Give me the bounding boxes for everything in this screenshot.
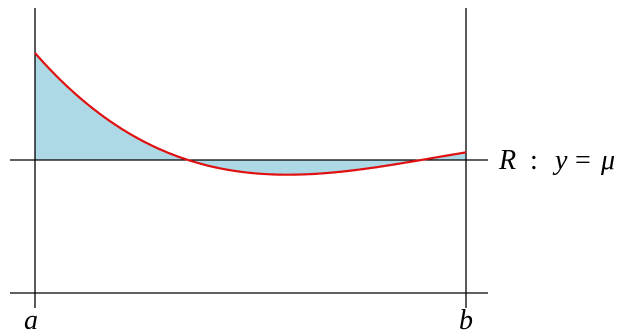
label-b: b	[459, 305, 473, 332]
mean-line-value: μ	[600, 145, 615, 176]
area-between-curve-and-mean	[35, 53, 466, 175]
function-curve	[34, 52, 467, 176]
mean-line-equals: =	[575, 145, 591, 176]
mean-line-name: R	[498, 145, 516, 176]
mean-line-colon: :	[530, 145, 538, 176]
mean-line-variable: y	[552, 145, 568, 176]
label-a: a	[24, 305, 38, 332]
